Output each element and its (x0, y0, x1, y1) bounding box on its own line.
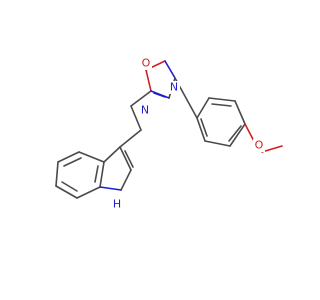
indole-nh-label: H (113, 198, 121, 211)
ring-nitrogen-top-label: N (170, 81, 178, 94)
atom-labels: O N N O H (112, 57, 265, 211)
ring-nitrogen-bottom-label: N (141, 104, 149, 117)
methoxyphenyl-ring (174, 77, 246, 147)
ring-oxygen-label: O (142, 57, 151, 70)
indole-benzene-ring (55, 151, 105, 199)
molecule-structure: O N N O H (55, 57, 283, 211)
indole-pyrrole-ring (99, 146, 134, 191)
propyl-chain (119, 90, 152, 148)
methoxy-oxygen-label: O (255, 139, 264, 152)
